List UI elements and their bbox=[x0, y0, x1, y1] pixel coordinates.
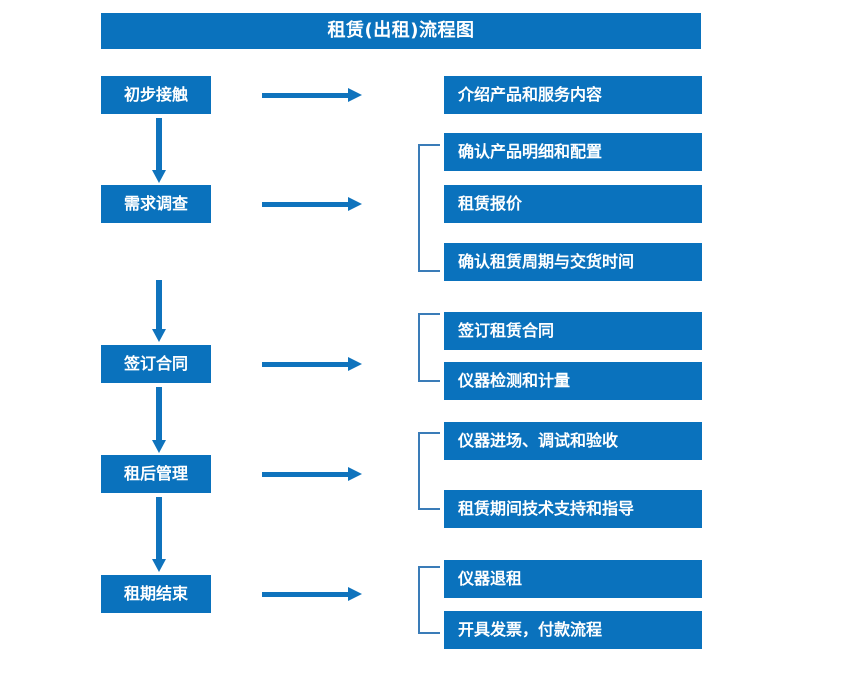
group-bracket-rental-end bbox=[418, 566, 440, 634]
arrow-head-right-icon bbox=[348, 357, 362, 371]
horizontal-arrow-sign-contract bbox=[262, 357, 362, 371]
arrow-shaft bbox=[262, 202, 350, 207]
detail-box-instrument-entry-commissioning[interactable]: 仪器进场、调试和验收 bbox=[444, 422, 702, 460]
stage-label: 签订合同 bbox=[123, 354, 188, 373]
arrow-shaft bbox=[262, 592, 350, 597]
detail-box-instrument-return[interactable]: 仪器退租 bbox=[444, 560, 702, 598]
detail-label: 租赁报价 bbox=[458, 194, 523, 213]
vertical-arrow-management-to-end bbox=[152, 497, 166, 572]
stage-box-post-rental-management[interactable]: 租后管理 bbox=[101, 455, 211, 493]
arrow-head-right-icon bbox=[348, 587, 362, 601]
detail-label: 确认租赁周期与交货时间 bbox=[458, 252, 635, 271]
detail-box-technical-support[interactable]: 租赁期间技术支持和指导 bbox=[444, 490, 702, 528]
arrow-shaft bbox=[156, 387, 162, 440]
arrow-head-down-icon bbox=[152, 170, 166, 183]
detail-box-rental-quote[interactable]: 租赁报价 bbox=[444, 185, 702, 223]
arrow-head-down-icon bbox=[152, 329, 166, 342]
chart-title: 租赁(出租)流程图 bbox=[327, 20, 475, 41]
arrow-head-right-icon bbox=[348, 88, 362, 102]
detail-box-introduce-products[interactable]: 介绍产品和服务内容 bbox=[444, 76, 702, 114]
horizontal-arrow-demand-survey bbox=[262, 197, 362, 211]
horizontal-arrow-post-rental bbox=[262, 467, 362, 481]
arrow-head-down-icon bbox=[152, 559, 166, 572]
horizontal-arrow-rental-end bbox=[262, 587, 362, 601]
stage-label: 需求调查 bbox=[123, 194, 188, 213]
detail-label: 仪器检测和计量 bbox=[458, 371, 571, 390]
detail-box-invoice-payment[interactable]: 开具发票，付款流程 bbox=[444, 611, 702, 649]
detail-box-confirm-period-delivery[interactable]: 确认租赁周期与交货时间 bbox=[444, 243, 702, 281]
arrow-head-right-icon bbox=[348, 467, 362, 481]
detail-label: 确认产品明细和配置 bbox=[458, 142, 603, 161]
detail-box-instrument-inspection[interactable]: 仪器检测和计量 bbox=[444, 362, 702, 400]
arrow-shaft bbox=[262, 472, 350, 477]
stage-box-initial-contact[interactable]: 初步接触 bbox=[101, 76, 211, 114]
arrow-shaft bbox=[262, 362, 350, 367]
detail-label: 开具发票，付款流程 bbox=[458, 620, 603, 639]
detail-box-confirm-product-spec[interactable]: 确认产品明细和配置 bbox=[444, 133, 702, 171]
arrow-shaft bbox=[156, 118, 162, 170]
vertical-arrow-survey-to-contract bbox=[152, 280, 166, 342]
vertical-arrow-contact-to-survey bbox=[152, 118, 166, 183]
detail-label: 签订租赁合同 bbox=[458, 321, 555, 340]
detail-label: 租赁期间技术支持和指导 bbox=[458, 499, 635, 518]
group-bracket-sign-contract bbox=[418, 313, 440, 382]
stage-box-sign-contract[interactable]: 签订合同 bbox=[101, 345, 211, 383]
arrow-shaft bbox=[262, 93, 350, 98]
group-bracket-demand-survey bbox=[418, 144, 440, 272]
horizontal-arrow-initial-contact bbox=[262, 88, 362, 102]
stage-label: 租后管理 bbox=[123, 464, 188, 483]
stage-box-demand-survey[interactable]: 需求调查 bbox=[101, 185, 211, 223]
chart-title-bar: 租赁(出租)流程图 bbox=[101, 13, 701, 49]
arrow-head-right-icon bbox=[348, 197, 362, 211]
detail-box-sign-rental-contract[interactable]: 签订租赁合同 bbox=[444, 312, 702, 350]
stage-box-rental-end[interactable]: 租期结束 bbox=[101, 575, 211, 613]
detail-label: 仪器进场、调试和验收 bbox=[458, 431, 619, 450]
detail-label: 仪器退租 bbox=[458, 569, 523, 588]
vertical-arrow-contract-to-management bbox=[152, 387, 166, 453]
stage-label: 租期结束 bbox=[123, 584, 188, 603]
arrow-head-down-icon bbox=[152, 440, 166, 453]
detail-label: 介绍产品和服务内容 bbox=[458, 85, 603, 104]
arrow-shaft bbox=[156, 497, 162, 559]
stage-label: 初步接触 bbox=[123, 85, 188, 104]
group-bracket-post-rental bbox=[418, 432, 440, 510]
arrow-shaft bbox=[156, 280, 162, 329]
